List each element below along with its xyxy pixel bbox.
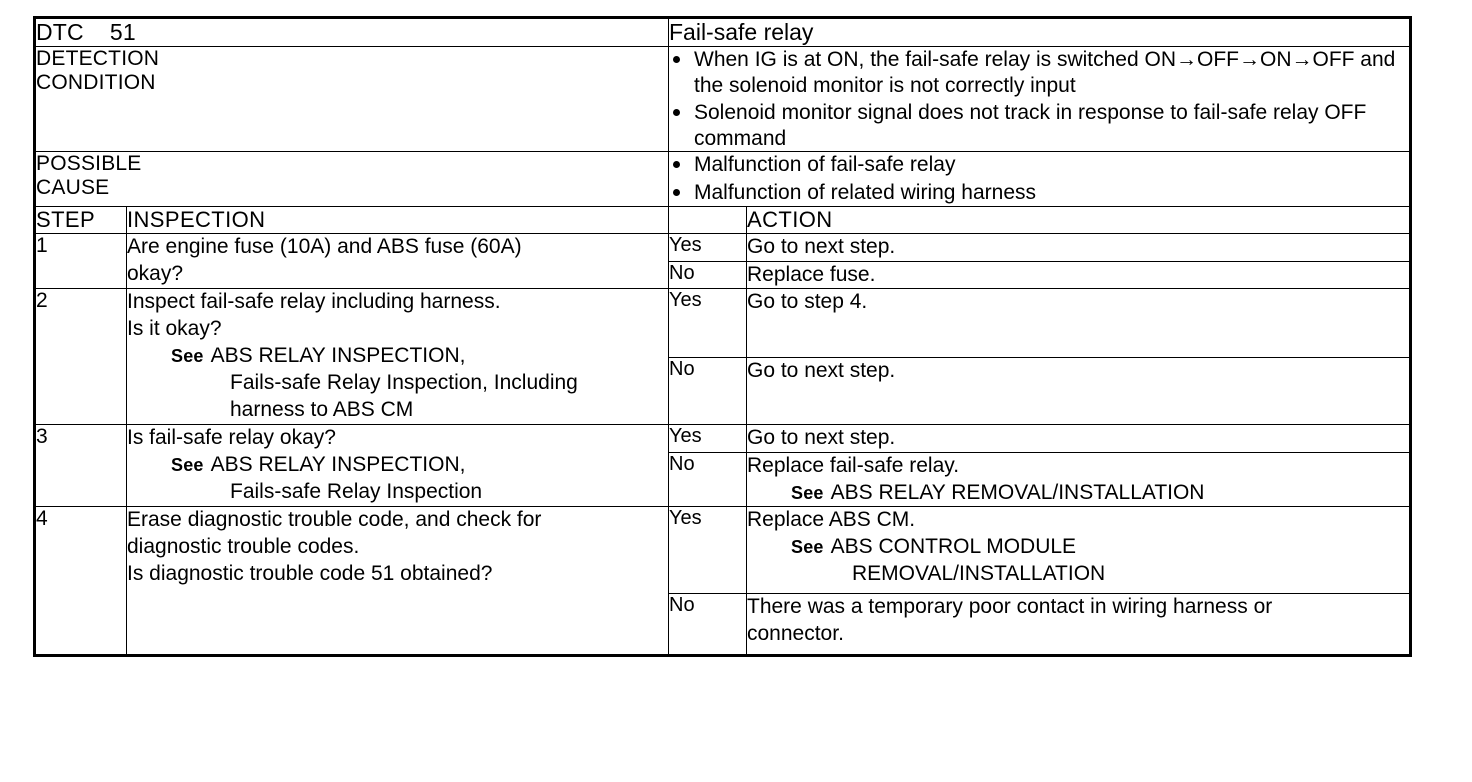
result-answer: No	[668, 357, 747, 425]
see-reference-text: Fails-safe Relay Inspection, Including	[230, 371, 578, 395]
step-inspection: Erase diagnostic trouble code, and check…	[126, 506, 669, 657]
see-reference-text: ABS RELAY INSPECTION,	[210, 452, 466, 476]
see-label: See	[171, 346, 204, 367]
detection-label-line-2: CONDITION	[36, 70, 156, 94]
see-reference-text: Fails-safe Relay Inspection	[230, 479, 483, 503]
bullet-dot-icon	[673, 189, 680, 197]
dtc-diagnostic-table: DTC 51 Fail-safe relay DETECTION CONDITIO…	[33, 16, 1412, 658]
detection-condition-content: When IG is at ON, the fail-safe relay is…	[668, 45, 1411, 153]
result-action: Go to next step.	[746, 357, 1411, 425]
inspection-line: Is it okay?	[127, 317, 222, 341]
inspection-line: okay?	[127, 261, 184, 285]
result-answer: Yes	[668, 423, 747, 453]
result-answer: No	[668, 451, 747, 508]
possible-cause-bullet-text: Malfunction of fail-safe relay	[694, 153, 956, 177]
table-row: No Replace fuse.	[35, 260, 1411, 290]
dtc-code: 51	[109, 19, 136, 45]
detection-condition-row: DETECTION CONDITION When IG is at ON, th…	[34, 45, 1411, 153]
step-number: 2	[34, 288, 127, 425]
detection-bullet-text: Solenoid monitor signal does not track i…	[694, 101, 1367, 150]
dtc-title-cell: Fail-safe relay	[668, 17, 1411, 47]
dtc-header-row: DTC 51 Fail-safe relay	[34, 17, 1411, 47]
see-reference-text: ABS RELAY INSPECTION,	[210, 344, 466, 368]
possible-cause-content: Malfunction of fail-safe relay Malfuncti…	[668, 151, 1411, 207]
possible-cause-label-line-2: CAUSE	[36, 175, 110, 199]
inspection-line: diagnostic trouble codes.	[127, 535, 360, 559]
step-number: 3	[34, 423, 127, 508]
action-see-reference: See ABS RELAY REMOVAL/INSTALLATION	[747, 480, 1409, 507]
action-line: Go to next step.	[747, 425, 896, 449]
possible-cause-label: POSSIBLE CAUSE	[34, 151, 669, 207]
detection-label-line-1: DETECTION	[36, 47, 160, 70]
action-line: Go to step 4.	[747, 290, 868, 314]
column-header-action: ACTION	[746, 205, 1411, 234]
action-line: Replace fuse.	[747, 262, 876, 286]
step-number: 4	[34, 506, 127, 657]
table-row: No Go to next step.	[35, 357, 1411, 425]
result-answer: No	[668, 593, 747, 657]
bullet-dot-icon	[673, 161, 680, 169]
possible-cause-bullet-item: Malfunction of fail-safe relay	[669, 152, 1409, 178]
result-answer: Yes	[668, 506, 747, 595]
detection-bullet-text: When IG is at ON, the fail-safe relay is…	[694, 48, 1396, 97]
inspection-line: Erase diagnostic trouble code, and check…	[127, 508, 542, 532]
column-header-inspection: INSPECTION	[126, 205, 669, 234]
detection-condition-label: DETECTION CONDITION	[34, 45, 669, 153]
see-reference-text: harness to ABS CM	[230, 397, 414, 421]
step-inspection: Is fail-safe relay okay? See ABS RELAY IN…	[126, 423, 669, 508]
detection-bullet-item: When IG is at ON, the fail-safe relay is…	[669, 47, 1409, 98]
result-action: There was a temporary poor contact in wi…	[746, 593, 1411, 657]
result-action: Go to step 4.	[746, 288, 1411, 359]
result-answer: Yes	[668, 288, 747, 359]
possible-cause-bullet-text: Malfunction of related wiring harness	[694, 181, 1037, 205]
inspection-line: Is diagnostic trouble code 51 obtained?	[127, 562, 493, 586]
result-answer: Yes	[668, 232, 747, 262]
action-line: connector.	[747, 622, 844, 646]
see-reference-text: REMOVAL/INSTALLATION	[852, 562, 1106, 586]
see-label: See	[791, 537, 824, 558]
result-action: Replace ABS CM. See ABS CONTROL MODULE RE…	[746, 506, 1411, 595]
inspection-line: Inspect fail-safe relay including harnes…	[127, 290, 501, 314]
possible-cause-row: POSSIBLE CAUSE Malfunction of fail-safe …	[34, 151, 1411, 207]
see-reference-text: ABS RELAY REMOVAL/INSTALLATION	[830, 480, 1205, 504]
table-row: 1 Are engine fuse (10A) and ABS fuse (60…	[34, 232, 1411, 290]
inspection-see-reference: See ABS RELAY INSPECTION,	[127, 452, 668, 479]
step-inspection: Are engine fuse (10A) and ABS fuse (60A)…	[126, 232, 669, 290]
table-row: No There was a temporary poor contact in…	[35, 593, 1411, 657]
see-label: See	[171, 454, 204, 475]
bullet-dot-icon	[673, 109, 680, 117]
result-action: Go to next step.	[746, 232, 1411, 262]
action-line: Replace fail-safe relay.	[747, 453, 960, 477]
inspection-line: Are engine fuse (10A) and ABS fuse (60A)	[127, 234, 522, 258]
result-answer: No	[668, 260, 747, 290]
see-label: See	[791, 482, 824, 503]
action-line: Go to next step.	[747, 359, 896, 383]
possible-cause-bullet-item: Malfunction of related wiring harness	[669, 180, 1409, 206]
table-row: 2 Inspect fail-safe relay including harn…	[34, 288, 1411, 425]
column-header-yesno	[668, 205, 747, 234]
step-inspection: Inspect fail-safe relay including harnes…	[126, 288, 669, 425]
dtc-code-cell: DTC 51	[34, 17, 669, 47]
dtc-label: DTC	[36, 19, 84, 45]
see-reference-text: ABS CONTROL MODULE	[830, 535, 1077, 559]
action-line: Replace ABS CM.	[747, 508, 916, 532]
table-column-header-row: STEP INSPECTION ACTION	[34, 205, 1411, 234]
column-header-step: STEP	[34, 205, 127, 234]
result-action: Replace fuse.	[746, 260, 1411, 290]
bullet-dot-icon	[673, 56, 680, 63]
result-action: Replace fail-safe relay. See ABS RELAY RE…	[746, 451, 1411, 508]
action-line: There was a temporary poor contact in wi…	[747, 595, 1273, 619]
step-number: 1	[34, 232, 127, 290]
result-action: Go to next step.	[746, 423, 1411, 453]
possible-cause-label-line-1: POSSIBLE	[36, 152, 142, 176]
inspection-see-reference: See ABS RELAY INSPECTION,	[127, 343, 668, 370]
action-see-reference: See ABS CONTROL MODULE	[747, 534, 1409, 561]
action-line: Go to next step.	[747, 234, 896, 258]
table-row: 4 Erase diagnostic trouble code, and che…	[34, 506, 1411, 657]
inspection-line: Is fail-safe relay okay?	[127, 425, 336, 449]
detection-bullet-item: Solenoid monitor signal does not track i…	[669, 100, 1409, 151]
